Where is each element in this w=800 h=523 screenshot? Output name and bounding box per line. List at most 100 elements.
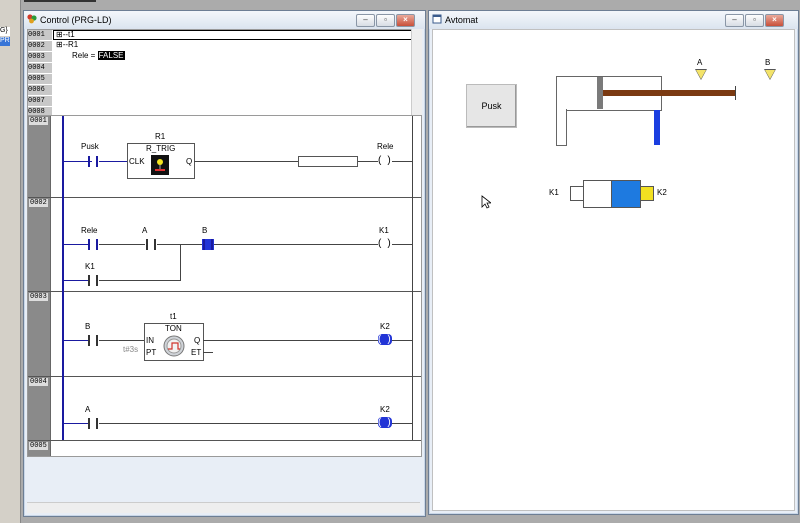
contact-k1[interactable] (87, 275, 99, 286)
coil-k2[interactable]: ( ) (378, 334, 393, 345)
project-tree-panel: G} PR (0, 0, 21, 523)
block-instance: R1 (155, 132, 166, 141)
line-number: 0004 (28, 63, 52, 74)
ladder-editor[interactable]: 0001 0002 0003 0004 0005 Pusk R1 R_TRIG … (27, 115, 422, 457)
wire (99, 423, 378, 424)
variable-r1[interactable]: ⊞--R1 (56, 40, 79, 49)
sensor-a-icon (695, 69, 707, 80)
avtomat-titlebar[interactable]: Avtomat ‒ ▫ × (429, 11, 798, 29)
network-number: 0004 (28, 377, 51, 440)
control-titlebar[interactable]: Control (PRG-LD) ‒ ▫ × (24, 11, 425, 29)
contact-label: A (85, 405, 91, 414)
wire (64, 423, 88, 424)
block-type: TON (165, 324, 182, 333)
network-separator (28, 376, 421, 377)
block-input: PT (146, 348, 157, 357)
sensor-a-label: A (697, 58, 703, 67)
piston (597, 77, 603, 109)
control-window: Control (PRG-LD) ‒ ▫ × 0001 0002 0003 00… (23, 10, 426, 517)
window-title: Control (PRG-LD) (40, 15, 112, 25)
valve-solenoid-k2 (640, 186, 654, 201)
wire (214, 244, 378, 245)
project-tree-item-selected[interactable]: PR (0, 37, 10, 46)
network-number: 0005 (28, 441, 51, 456)
wire (64, 244, 88, 245)
pt-value[interactable]: t#3s (123, 345, 139, 354)
timer-icon (163, 335, 185, 357)
block-instance: t1 (170, 312, 177, 321)
coil-label: K2 (380, 322, 390, 331)
ladder-hscrollbar[interactable] (27, 502, 420, 513)
declaration-input[interactable] (53, 30, 415, 40)
window-title: Avtomat (445, 15, 478, 25)
wire (358, 161, 378, 162)
contact-label: K1 (85, 262, 95, 271)
contact-pusk[interactable] (87, 156, 99, 167)
network-separator (28, 197, 421, 198)
contact-b[interactable] (202, 239, 214, 250)
sensor-b-label: B (765, 58, 771, 67)
program-icon (27, 14, 37, 24)
close-button[interactable]: × (765, 14, 784, 27)
piston-rod (603, 90, 736, 96)
block-type: R_TRIG (146, 144, 176, 153)
block-output: Q (194, 336, 201, 345)
minimize-button[interactable]: ‒ (725, 14, 744, 27)
wire (99, 244, 145, 245)
variable-name: Rele = (72, 51, 96, 60)
contact-rele[interactable] (87, 239, 99, 250)
wire (392, 423, 412, 424)
r-trig-block[interactable]: R_TRIG CLK Q (127, 143, 195, 179)
coil-label: K2 (380, 405, 390, 414)
cylinder-mount (556, 109, 567, 146)
wire (99, 161, 127, 162)
rod-end (735, 86, 736, 100)
network-separator (28, 440, 421, 441)
network-separator (28, 291, 421, 292)
parallel-branch (180, 244, 181, 281)
contact-b[interactable] (87, 335, 99, 346)
network-number: 0003 (28, 292, 51, 376)
right-power-rail (412, 116, 413, 440)
wire (99, 280, 181, 281)
minimize-button[interactable]: ‒ (356, 14, 375, 27)
close-button[interactable]: × (396, 14, 415, 27)
ton-block[interactable]: TON IN PT Q ET (144, 323, 204, 361)
variable-value[interactable]: FALSE (97, 51, 125, 60)
mouse-cursor-icon (481, 195, 491, 209)
wire (157, 244, 202, 245)
line-number: 0005 (28, 74, 52, 85)
empty-input-box[interactable] (298, 156, 358, 167)
wire (203, 340, 378, 341)
rtrig-icon (151, 155, 169, 175)
project-tree-item[interactable]: G} (0, 27, 10, 36)
line-number: 0006 (28, 85, 52, 96)
coil-k2[interactable]: ( ) (378, 417, 393, 428)
left-power-rail (62, 116, 64, 440)
contact-label: Rele (81, 226, 98, 235)
cylinder-port-indicator (654, 110, 660, 145)
maximize-button[interactable]: ▫ (376, 14, 395, 27)
coil-rele[interactable]: ( ) (378, 155, 393, 166)
coil-label: K1 (379, 226, 389, 235)
wire (194, 161, 298, 162)
wire (392, 340, 412, 341)
declaration-scrollbar[interactable] (411, 29, 422, 122)
wire (64, 161, 92, 162)
network-number: 0002 (28, 198, 51, 291)
maximize-button[interactable]: ▫ (745, 14, 764, 27)
coil-k1[interactable]: ( ) (378, 238, 393, 249)
contact-a[interactable] (145, 239, 157, 250)
contact-label: Pusk (81, 142, 99, 151)
contact-label: A (142, 226, 148, 235)
contact-a[interactable] (87, 418, 99, 429)
valve-k1-label: K1 (549, 188, 559, 197)
valve-body (583, 180, 613, 208)
menu-underline (24, 0, 96, 2)
valve-k2-label: K2 (657, 188, 667, 197)
coil-label: Rele (377, 142, 394, 151)
pusk-button[interactable]: Pusk (466, 84, 517, 128)
declaration-editor[interactable]: 0001 0002 0003 0004 0005 0006 0007 0008 … (27, 29, 422, 124)
wire (64, 340, 88, 341)
variable-t1[interactable]: ⊞--t1 (56, 30, 75, 39)
